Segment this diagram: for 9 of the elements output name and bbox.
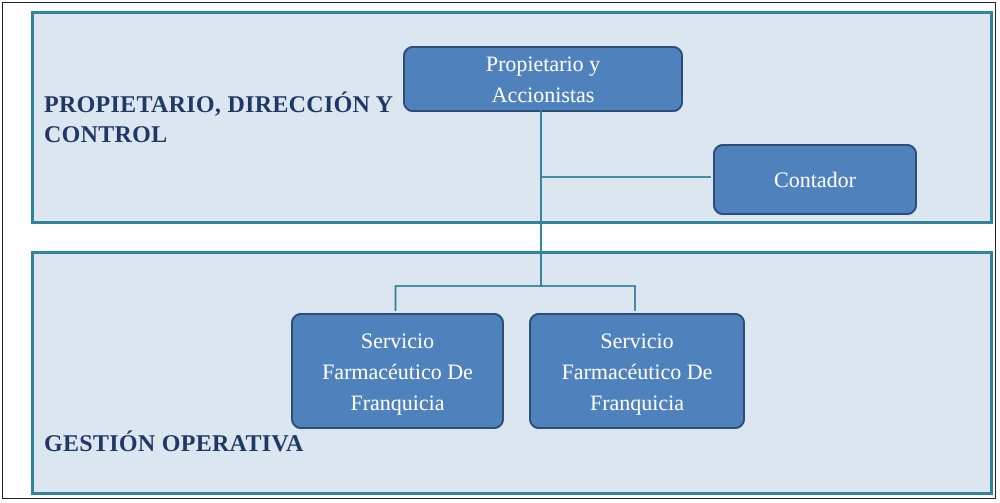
role-box: Servicio Farmacéutico De Franquicia bbox=[529, 313, 745, 429]
section-heading: GESTIÓN OPERATIVA bbox=[44, 429, 305, 459]
section-band bbox=[31, 251, 993, 495]
connector-line bbox=[540, 110, 636, 311]
role-box: Contador bbox=[713, 144, 917, 215]
section-band bbox=[31, 11, 993, 224]
section-heading: PROPIETARIO, DIRECCIÓN Y CONTROL bbox=[44, 90, 394, 150]
role-box: Servicio Farmacéutico De Franquicia bbox=[291, 313, 504, 429]
role-box: Propietario y Accionistas bbox=[403, 46, 683, 112]
